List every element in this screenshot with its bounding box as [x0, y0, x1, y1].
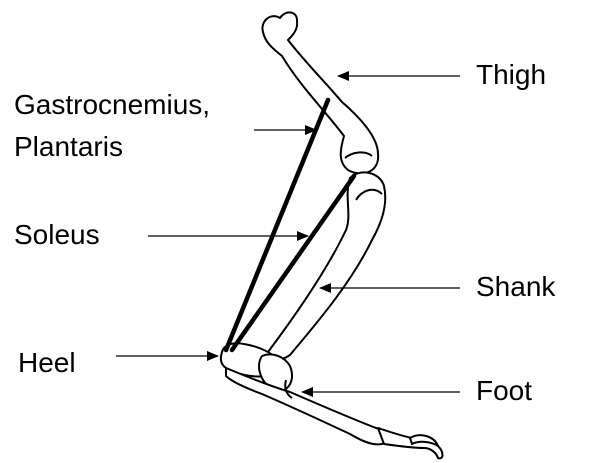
thigh-label: Thigh [476, 58, 546, 92]
shank-label: Shank [476, 270, 555, 304]
gastrocnemius-label: Gastrocnemius, [14, 88, 210, 122]
metatarsal-bone [226, 368, 385, 444]
heel-label: Heel [18, 346, 76, 380]
femur-bone [262, 12, 378, 173]
soleus-label: Soleus [14, 218, 100, 252]
plantaris-label: Plantaris [14, 130, 123, 164]
foot-label: Foot [476, 374, 532, 408]
